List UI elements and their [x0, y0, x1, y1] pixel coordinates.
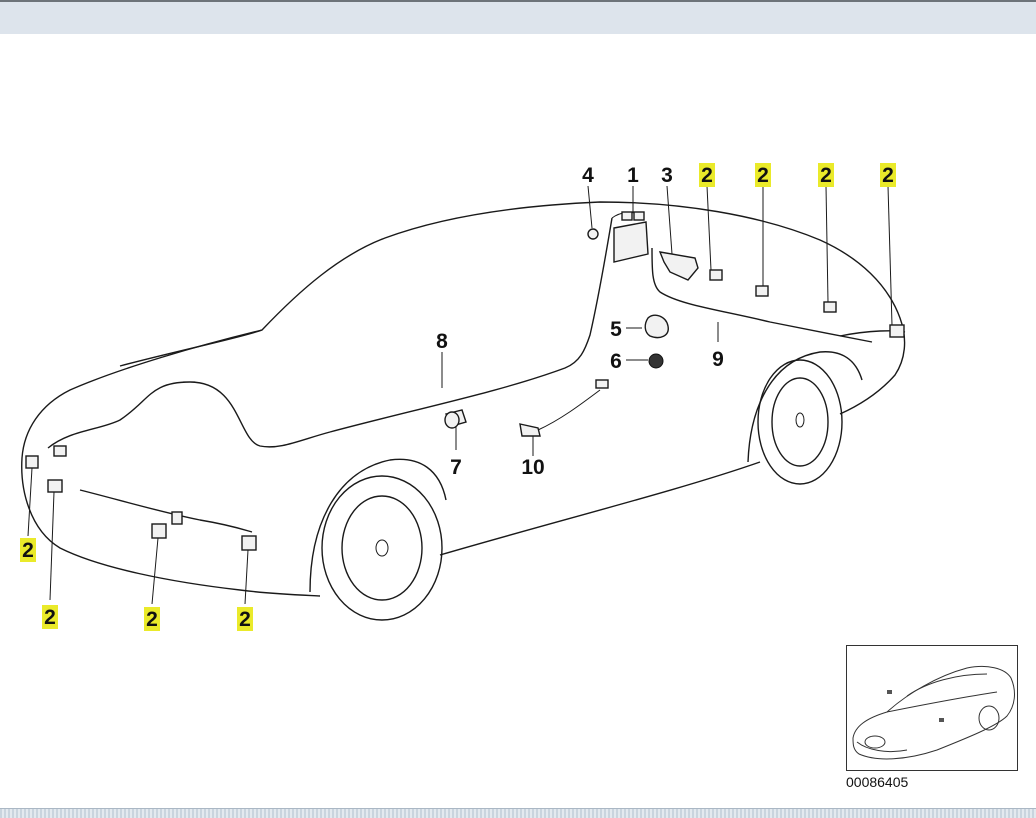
- nut-part-4: [587, 228, 599, 240]
- sensor-part-10: [519, 379, 609, 437]
- car-thumbnail-icon: [852, 665, 1015, 760]
- callout-highlight: [755, 163, 771, 187]
- callout-highlight: [42, 605, 58, 629]
- bottom-status-bar: [0, 808, 1036, 818]
- callout-label-3[interactable]: 3: [661, 164, 673, 187]
- callout-label-7[interactable]: 7: [450, 456, 462, 479]
- callout-label-2[interactable]: 2: [701, 164, 713, 187]
- speaker-part-5: [644, 314, 669, 339]
- callout-highlight: [818, 163, 834, 187]
- callout-highlight: [144, 607, 160, 631]
- vehicle-thumbnail: [846, 645, 1018, 771]
- callout-label-2[interactable]: 2: [22, 539, 34, 562]
- grommet-part-6: [648, 353, 664, 369]
- pdc-sensors: [25, 269, 905, 551]
- callout-highlight: [20, 538, 36, 562]
- callout-label-6[interactable]: 6: [610, 350, 622, 373]
- callout-label-2[interactable]: 2: [146, 608, 158, 631]
- callout-label-10[interactable]: 10: [521, 456, 544, 479]
- leader-lines: [27, 185, 893, 605]
- callout-label-8[interactable]: 8: [436, 330, 448, 353]
- callout-highlight: [237, 607, 253, 631]
- callout-label-2[interactable]: 2: [44, 606, 56, 629]
- diagram-code: 00086405: [846, 774, 909, 790]
- callout-label-2[interactable]: 2: [757, 164, 769, 187]
- callout-label-2[interactable]: 2: [820, 164, 832, 187]
- bracket-part: [658, 251, 699, 281]
- callout-label-5[interactable]: 5: [610, 318, 622, 341]
- callout-highlight: [880, 163, 896, 187]
- callout-label-2[interactable]: 2: [239, 608, 251, 631]
- callout-label-4[interactable]: 4: [582, 164, 594, 187]
- top-toolbar-bar: [0, 0, 1036, 34]
- callout-label-1[interactable]: 1: [627, 164, 639, 187]
- car-outline: [21, 201, 906, 621]
- sensor-part-7: [444, 409, 467, 429]
- callout-label-2[interactable]: 2: [882, 164, 894, 187]
- control-unit-part: [613, 211, 649, 263]
- callout-label-9[interactable]: 9: [712, 348, 724, 371]
- callout-highlight: [699, 163, 715, 187]
